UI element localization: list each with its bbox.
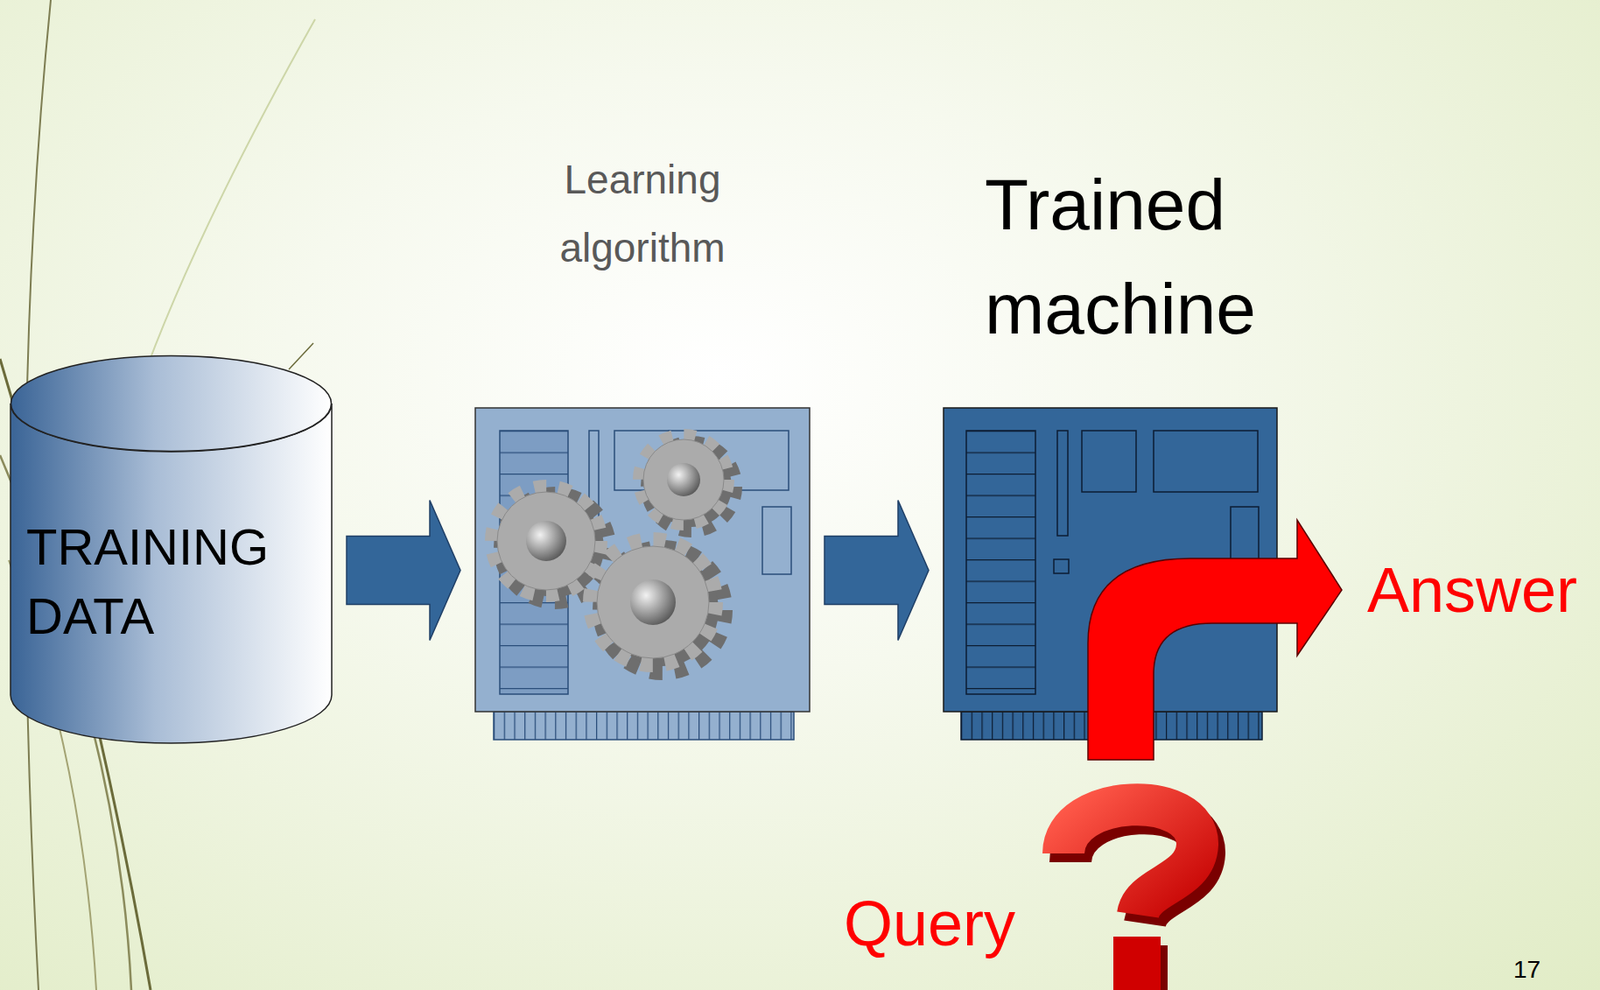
gear-part	[596, 546, 709, 659]
gear-part	[666, 463, 701, 497]
gear-part	[491, 486, 601, 596]
learning-board-part	[475, 407, 810, 712]
trained-board-part	[1153, 430, 1258, 492]
question-mark	[1063, 804, 1205, 990]
board-box: Learning algorithm	[475, 407, 810, 712]
gear-part	[590, 540, 716, 665]
gear-part	[526, 520, 567, 562]
question-mark-part	[1063, 804, 1198, 915]
query-answer-arrow	[1087, 519, 1342, 760]
gear-part	[638, 435, 729, 525]
query-label: Query	[843, 891, 1016, 955]
node-text: TRAINING DATA	[26, 512, 307, 652]
trained-board-part	[966, 430, 1036, 695]
block-arrow	[346, 500, 461, 641]
trained-board-part	[1081, 430, 1137, 492]
learning-board	[475, 407, 810, 740]
decor-lines-part	[131, 19, 316, 412]
node-heading: Learning algorithm	[537, 145, 748, 282]
gear-part	[497, 491, 596, 590]
page-number: 17	[1513, 957, 1541, 983]
data-cylinder: TRAINING DATA	[10, 355, 332, 744]
learning-board-part	[762, 506, 792, 575]
gear	[491, 486, 610, 603]
trained-board-part	[966, 430, 1036, 695]
gear-part	[643, 439, 724, 520]
question-mark-part	[1113, 936, 1161, 990]
gear	[590, 540, 725, 673]
node-heading: Trained machine	[984, 153, 1287, 362]
cylinder-top	[11, 356, 332, 452]
trained-board-part	[1053, 559, 1069, 574]
decor-lines-part	[288, 343, 314, 370]
trained-board-part	[1057, 430, 1068, 536]
learning-board-part	[493, 711, 794, 740]
cylinder-body	[10, 403, 332, 744]
board-box: Trained machine	[943, 407, 1278, 712]
gear	[638, 435, 737, 532]
answer-label: Answer	[1367, 558, 1578, 622]
gear-part	[630, 579, 676, 625]
learning-board-part	[493, 711, 794, 740]
block-arrow	[824, 500, 929, 641]
gears	[491, 435, 737, 673]
